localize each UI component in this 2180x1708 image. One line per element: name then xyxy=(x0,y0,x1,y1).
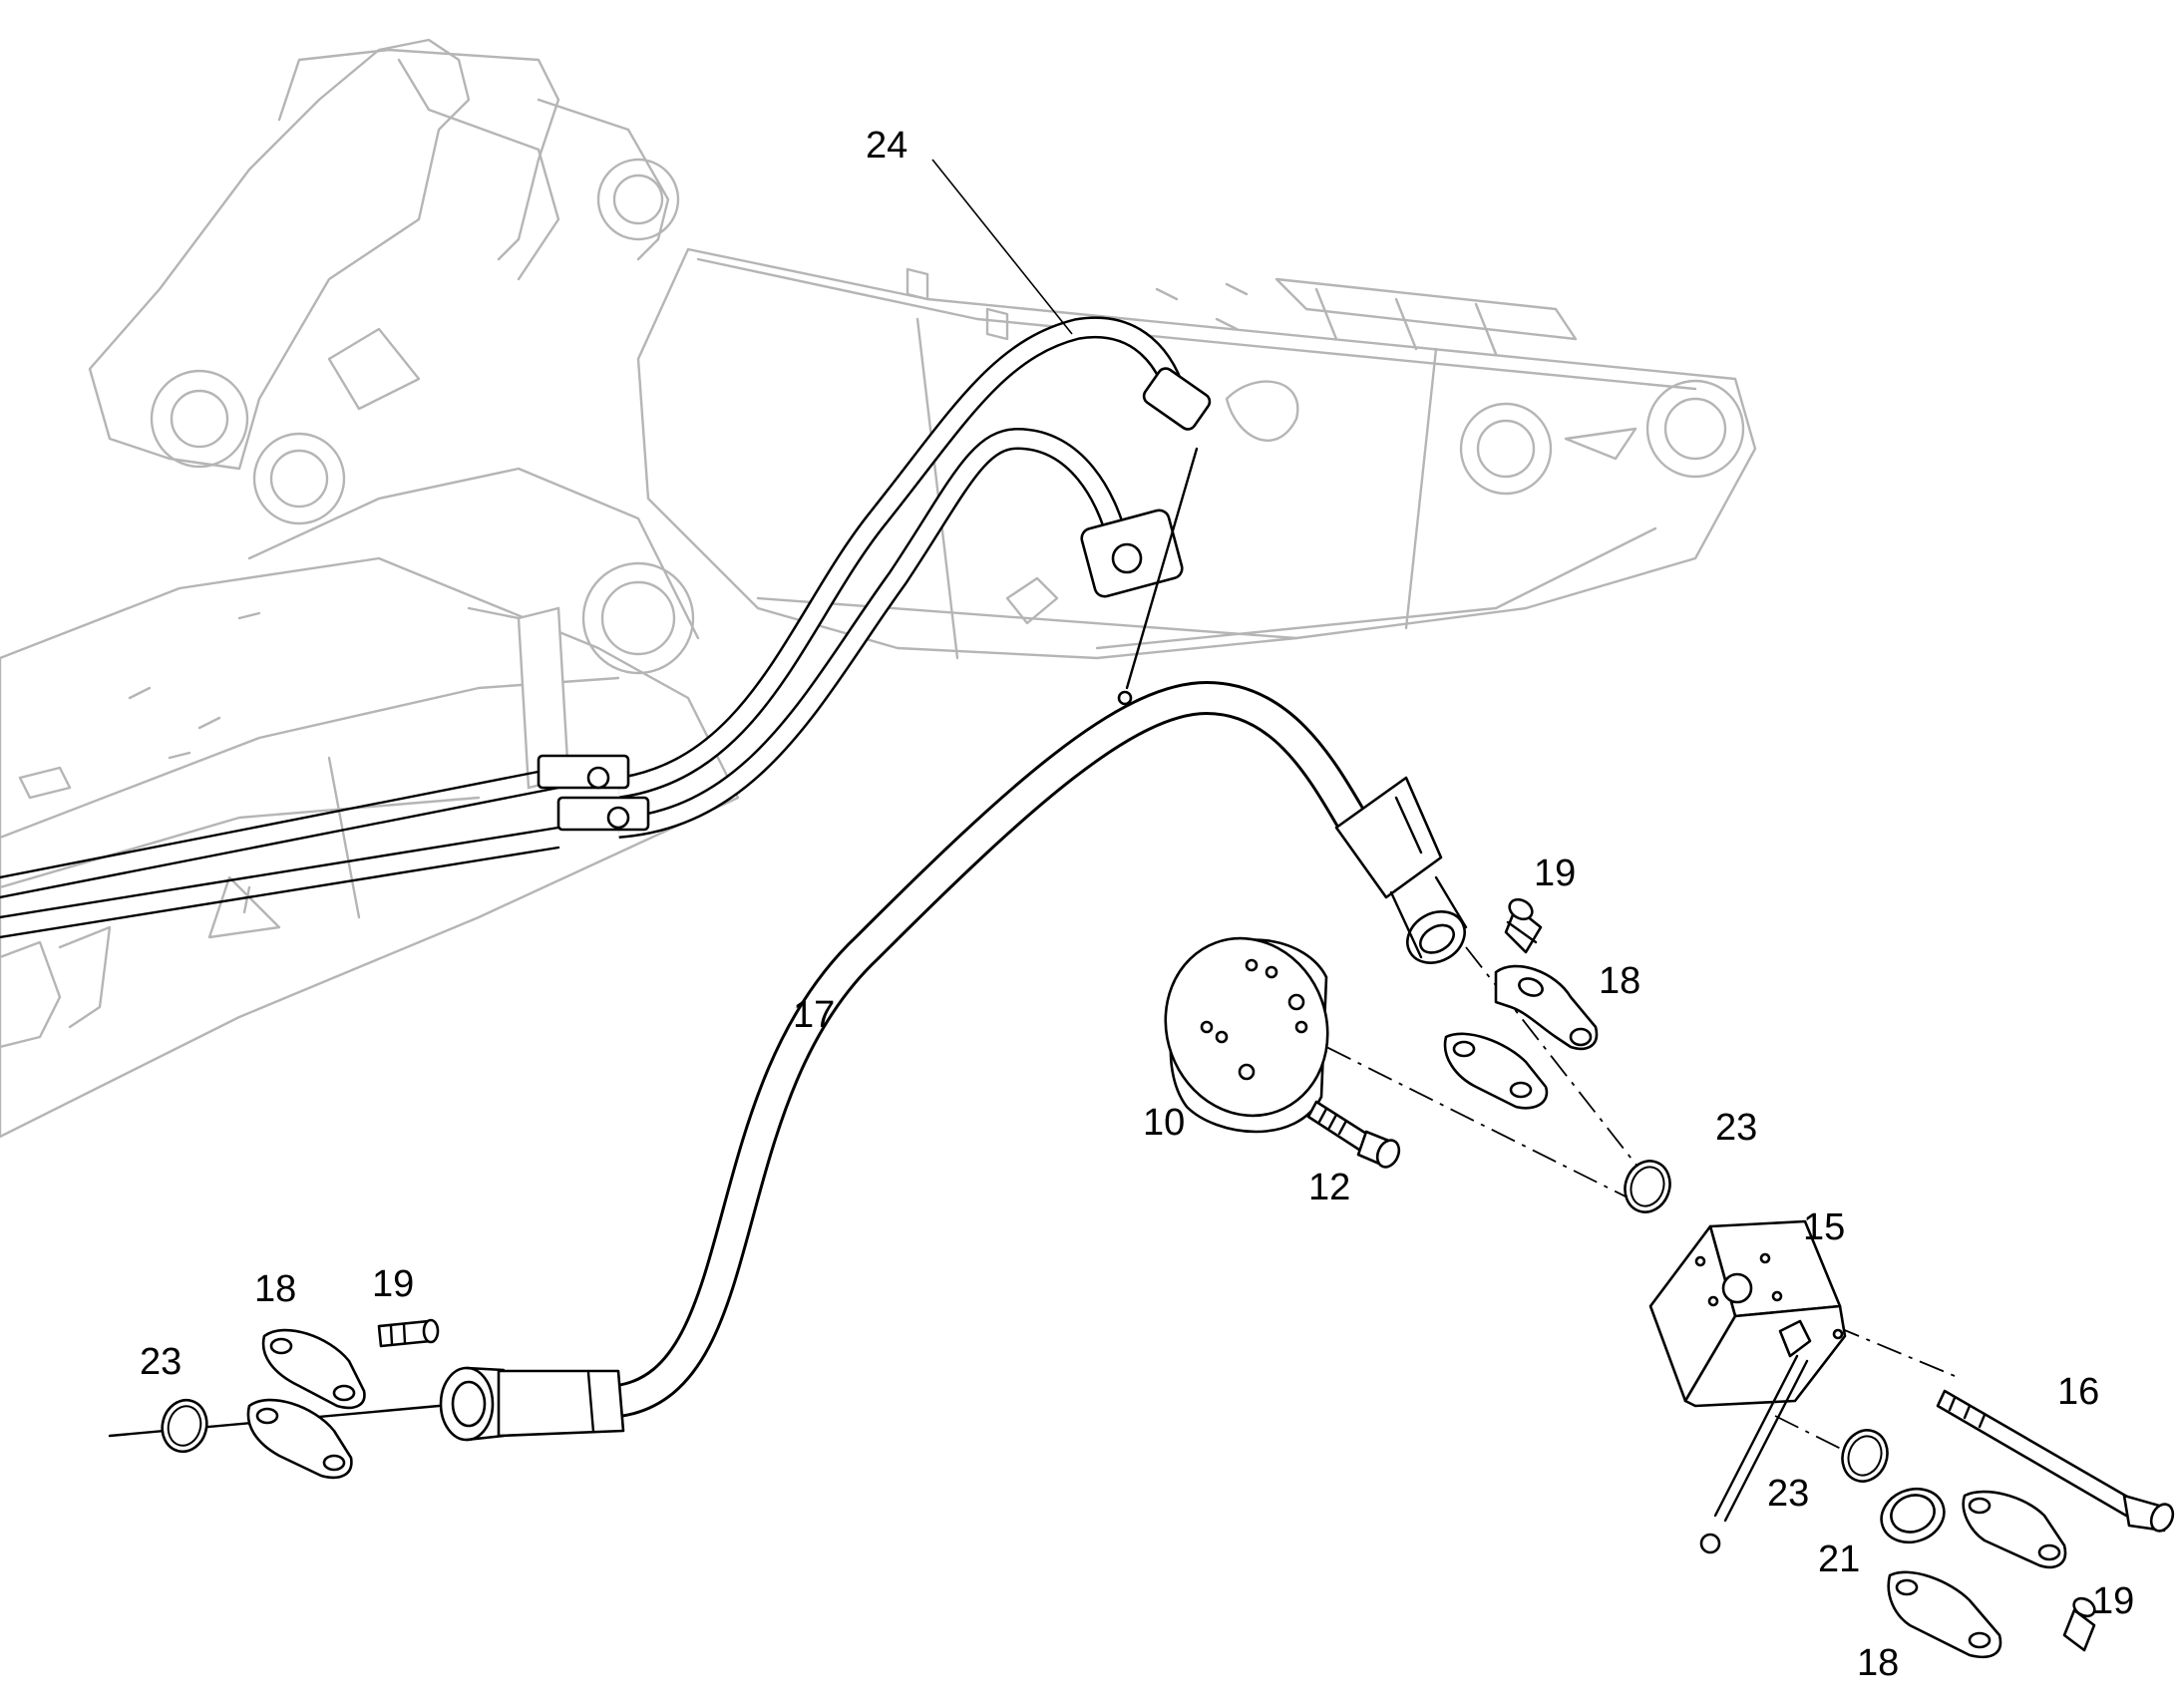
hose-pair-24 xyxy=(0,316,1299,939)
part-18-flange-top xyxy=(1443,964,1599,1110)
callout-23-bottom: 23 xyxy=(1767,1473,1809,1515)
part-23-orings xyxy=(161,1160,1889,1483)
callout-21: 21 xyxy=(1818,1538,1860,1580)
callout-19-bottom: 19 xyxy=(2092,1580,2134,1622)
part-10-plate xyxy=(1164,936,1329,1134)
leader-24 xyxy=(931,159,1073,335)
part-19-bolt-left xyxy=(377,1318,440,1348)
boom-frame xyxy=(0,38,1757,1139)
part-21-ring xyxy=(1880,1487,1946,1544)
callout-18-top: 18 xyxy=(1599,960,1640,1002)
main-hose-17 xyxy=(439,680,1468,1442)
callout-23-left: 23 xyxy=(140,1341,182,1383)
part-16-long-bolt xyxy=(1936,1389,2175,1533)
part-15-valve-block xyxy=(1648,1219,1847,1554)
callout-labels: 24 17 19 18 10 12 23 15 16 18 19 23 23 2… xyxy=(140,125,2134,1684)
assembly-centerlines xyxy=(108,946,1956,1467)
callout-18-left: 18 xyxy=(254,1268,296,1310)
part-19-bolt-top xyxy=(1504,897,1543,954)
callout-12: 12 xyxy=(1308,1167,1350,1208)
callout-19-left: 19 xyxy=(372,1263,414,1305)
callout-24: 24 xyxy=(866,125,908,167)
callout-18-bottom: 18 xyxy=(1857,1642,1899,1684)
part-18-flange-bottom xyxy=(1887,1490,2067,1659)
callout-17: 17 xyxy=(793,994,835,1036)
part-18-flange-left xyxy=(246,1328,366,1480)
part-12-bolt xyxy=(1306,1100,1401,1169)
part-19-bolt-bottom xyxy=(2062,1596,2096,1652)
callout-15: 15 xyxy=(1803,1206,1845,1248)
callout-23-mid: 23 xyxy=(1715,1107,1757,1149)
callout-19-top: 19 xyxy=(1534,853,1576,894)
callout-16: 16 xyxy=(2057,1371,2099,1413)
callout-10: 10 xyxy=(1143,1102,1185,1144)
